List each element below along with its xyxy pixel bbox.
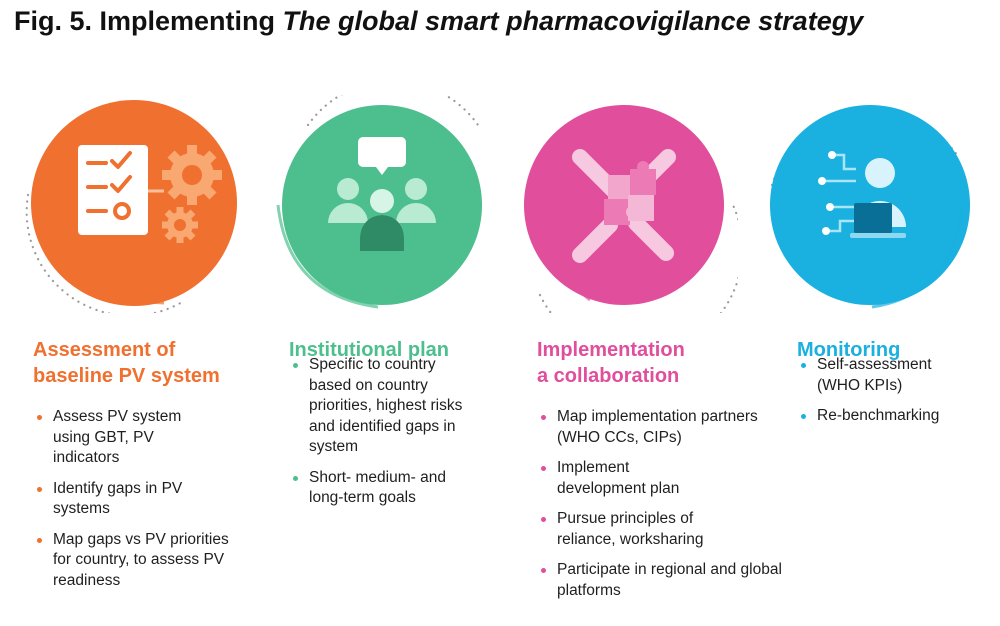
bullet-item: Participate in regional and global platf… <box>537 560 782 601</box>
bullet-item: Re-benchmarking <box>797 406 987 427</box>
step-heading-line2: a collaboration <box>537 365 680 387</box>
assessment-circle <box>14 95 242 313</box>
step-heading-line2: baseline PV system <box>33 365 220 387</box>
title-prefix: Fig. 5. Implementing <box>14 6 283 36</box>
bullet-item: Pursue principles of reliance, workshari… <box>537 509 747 550</box>
institutional-plan-circle <box>268 95 496 313</box>
monitoring-circle <box>752 95 980 313</box>
title-italic: The global smart pharmacovigilance strat… <box>282 6 864 36</box>
step-monitoring: Monitoring Self-assessment (WHO KPIs) Re… <box>797 337 987 437</box>
figure-title: Fig. 5. Implementing The global smart ph… <box>14 6 863 37</box>
step-heading-line1: Implementation <box>537 339 685 361</box>
group-speech-bubble-icon <box>276 95 482 309</box>
bullet-item: Assess PV system using GBT, PV indicator… <box>33 407 201 469</box>
step-heading: Assessment of baseline PV system <box>33 337 253 389</box>
bullet-item: Short- medium- and long-term goals <box>289 468 479 509</box>
puzzle-hands-icon <box>524 105 738 313</box>
step-assessment: Assessment of baseline PV system Assess … <box>33 337 253 601</box>
step-bullet-list: Map implementation partners (WHO CCs, CI… <box>537 407 782 601</box>
step-heading-line1: Assessment of <box>33 339 176 361</box>
step-heading: Implementation a collaboration <box>537 337 777 389</box>
bullet-item: Self-assessment (WHO KPIs) <box>797 355 977 396</box>
step-heading: Monitoring <box>797 337 987 363</box>
step-institutional-plan: Institutional plan Specific to country b… <box>289 337 509 519</box>
step-heading-line1: Institutional plan <box>289 339 449 361</box>
step-heading: Institutional plan <box>289 337 509 363</box>
bullet-item: Specific to country based on country pri… <box>289 355 469 458</box>
step-bullet-list: Self-assessment (WHO KPIs) Re-benchmarki… <box>797 355 987 427</box>
step-implementation: Implementation a collaboration Map imple… <box>537 337 782 611</box>
bullet-item: Implement development plan <box>537 458 722 499</box>
bullet-item: Identify gaps in PV systems <box>33 479 213 520</box>
bullet-item: Map implementation partners (WHO CCs, CI… <box>537 407 767 448</box>
person-laptop-network-icon <box>770 105 970 309</box>
bullet-item: Map gaps vs PV priorities for country, t… <box>33 530 238 592</box>
step-bullet-list: Specific to country based on country pri… <box>289 355 509 509</box>
checklist-gears-icon <box>25 100 237 313</box>
implementation-circle <box>510 95 738 313</box>
step-heading-line1: Monitoring <box>797 339 901 361</box>
step-bullet-list: Assess PV system using GBT, PV indicator… <box>33 407 253 591</box>
